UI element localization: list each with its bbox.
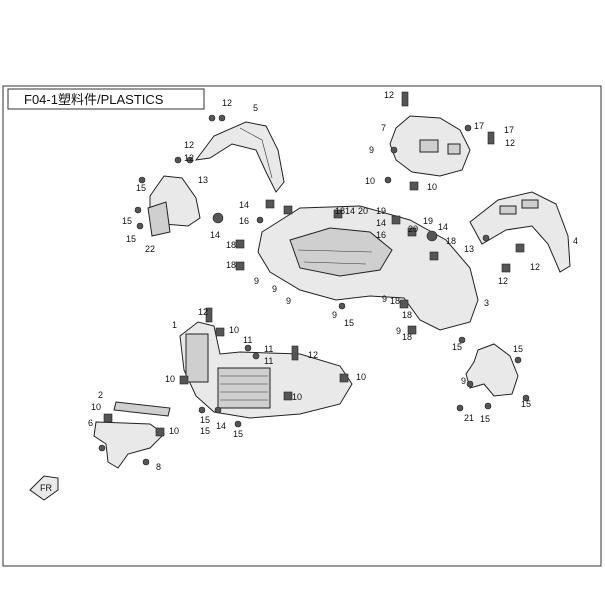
callout-18: 18	[402, 310, 412, 320]
callouts: 12 5 12 12 13 15 15 15 22 12 7 9 17 17 1…	[88, 90, 578, 472]
part-left-inner-guard	[147, 175, 201, 237]
callout-14: 14	[216, 421, 226, 431]
callout-20: 20	[358, 206, 368, 216]
callout-12: 12	[198, 307, 208, 317]
callout-15: 15	[521, 399, 531, 409]
callout-11: 11	[243, 335, 252, 345]
diagram-title: F04-1塑料件/PLASTICS	[24, 92, 164, 107]
callout-15: 15	[452, 342, 462, 352]
callout-14: 14	[438, 222, 448, 232]
callout-10: 10	[427, 182, 437, 192]
callout-18: 18	[335, 206, 345, 216]
callout-10: 10	[91, 402, 101, 412]
callout-14: 14	[376, 218, 386, 228]
callout-18: 18	[226, 260, 236, 270]
callout-9: 9	[332, 310, 337, 320]
callout-14: 14	[345, 206, 355, 216]
part-bar-strip	[113, 401, 171, 417]
callout-19: 19	[376, 206, 386, 216]
callout-12: 12	[530, 262, 540, 272]
callout-7: 7	[381, 123, 386, 133]
callout-1: 1	[172, 320, 177, 330]
callout-9: 9	[272, 284, 277, 294]
part-left-rear-fender	[194, 121, 285, 193]
callout-6: 6	[88, 418, 93, 428]
callout-15: 15	[233, 429, 243, 439]
fasteners	[98, 91, 530, 466]
callout-18: 18	[402, 332, 412, 342]
callout-15: 15	[136, 183, 146, 193]
part-right-inner-guard	[465, 343, 519, 397]
callout-20: 20	[408, 224, 418, 234]
callout-12: 12	[308, 350, 318, 360]
callout-2: 2	[98, 390, 103, 400]
callout-14: 14	[210, 230, 220, 240]
callout-13: 13	[198, 175, 208, 185]
callout-17: 17	[474, 121, 484, 131]
callout-10: 10	[292, 392, 302, 402]
callout-15: 15	[200, 426, 210, 436]
callout-11: 11	[264, 344, 273, 354]
callout-10: 10	[169, 426, 179, 436]
callout-12: 12	[184, 140, 194, 150]
callout-16: 16	[376, 230, 386, 240]
callout-18: 18	[390, 296, 400, 306]
callout-15: 15	[200, 415, 210, 425]
callout-12: 12	[505, 138, 515, 148]
callout-17: 17	[504, 125, 514, 135]
front-arrow-label: FR	[40, 483, 52, 493]
callout-9: 9	[396, 326, 401, 336]
front-arrow-marker: FR	[29, 475, 59, 501]
part-front-panel	[179, 321, 353, 419]
callout-15: 15	[513, 344, 523, 354]
callout-12: 12	[498, 276, 508, 286]
callout-9: 9	[382, 294, 387, 304]
drawing-border	[2, 85, 602, 567]
callout-3: 3	[484, 298, 489, 308]
callout-15: 15	[122, 216, 132, 226]
callout-12: 12	[384, 90, 394, 100]
part-right-rear-fender	[469, 191, 571, 273]
callout-22: 22	[145, 244, 155, 254]
callout-18: 18	[446, 236, 456, 246]
callout-10: 10	[165, 374, 175, 384]
callout-12: 12	[184, 153, 194, 163]
callout-21: 21	[464, 413, 474, 423]
callout-9: 9	[461, 376, 466, 386]
callout-10: 10	[365, 176, 375, 186]
callout-14: 14	[239, 200, 249, 210]
callout-15: 15	[480, 414, 490, 424]
part-main-body	[257, 205, 479, 331]
callout-9: 9	[369, 145, 374, 155]
callout-15: 15	[126, 234, 136, 244]
callout-18: 18	[226, 240, 236, 250]
callout-9: 9	[286, 296, 291, 306]
callout-4: 4	[573, 236, 578, 246]
part-rear-top-panel	[389, 115, 471, 177]
callout-8: 8	[156, 462, 161, 472]
title-box	[7, 88, 205, 110]
part-skid-plate	[93, 421, 165, 469]
callout-12: 12	[222, 98, 232, 108]
callout-10: 10	[229, 325, 239, 335]
callout-13: 13	[464, 244, 474, 254]
callout-15: 15	[344, 318, 354, 328]
callout-9: 9	[254, 276, 259, 286]
callout-19: 19	[423, 216, 433, 226]
callout-5: 5	[253, 103, 258, 113]
callout-10: 10	[356, 372, 366, 382]
callout-16: 16	[239, 216, 249, 226]
callout-11: 11	[264, 356, 273, 366]
